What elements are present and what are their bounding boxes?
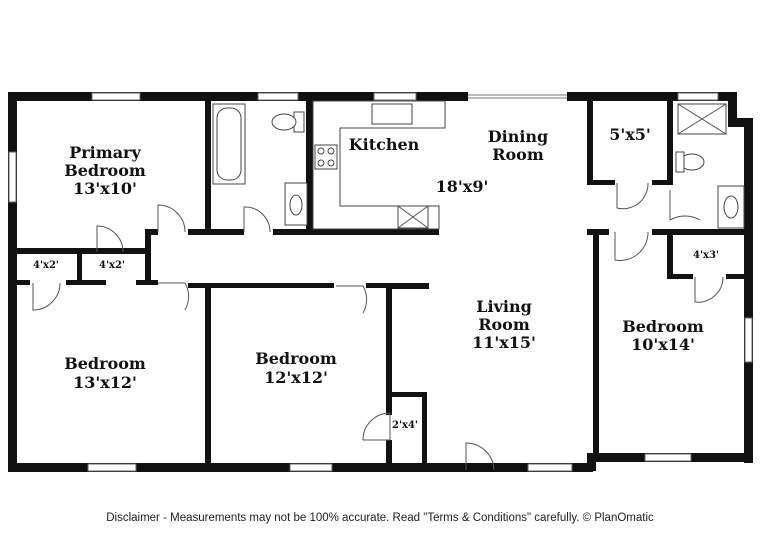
fixtures [212,100,745,230]
windows [8,92,753,472]
dining-room-size: 18'x9' [436,177,489,196]
bedroom-right-size: 10'x14' [631,335,695,354]
bathroom-closet-size: 5'x5' [609,125,651,144]
bedroom-left-name: Bedroom [64,354,146,373]
bedroom-mid-size: 12'x12' [264,368,328,387]
room-labels: Primary Bedroom 13'x10' Kitchen Dining R… [33,125,719,431]
living-room-name-2: Room [478,315,530,334]
living-room-name-1: Living [476,297,532,316]
bedroom-left-size: 13'x12' [73,373,137,392]
dining-room-name-2: Room [492,145,544,164]
closet-b-size: 4'x2' [99,260,125,271]
door-swings [32,182,724,471]
closet-c-size: 4'x3' [693,250,719,261]
disclaimer-text: Disclaimer - Measurements may not be 100… [106,512,654,524]
closet-a-size: 4'x2' [33,260,59,271]
interior-walls [8,92,744,472]
dining-room-name-1: Dining [488,127,548,146]
living-room-size: 11'x15' [472,333,536,352]
primary-bedroom-name-1: Primary [69,143,141,162]
primary-bedroom-size: 13'x10' [73,179,137,198]
closet-d-size: 2'x4' [392,420,418,431]
bedroom-right-name: Bedroom [622,317,704,336]
primary-bedroom-name-2: Bedroom [64,161,146,180]
bedroom-mid-name: Bedroom [255,349,337,368]
kitchen-name: Kitchen [349,135,420,154]
